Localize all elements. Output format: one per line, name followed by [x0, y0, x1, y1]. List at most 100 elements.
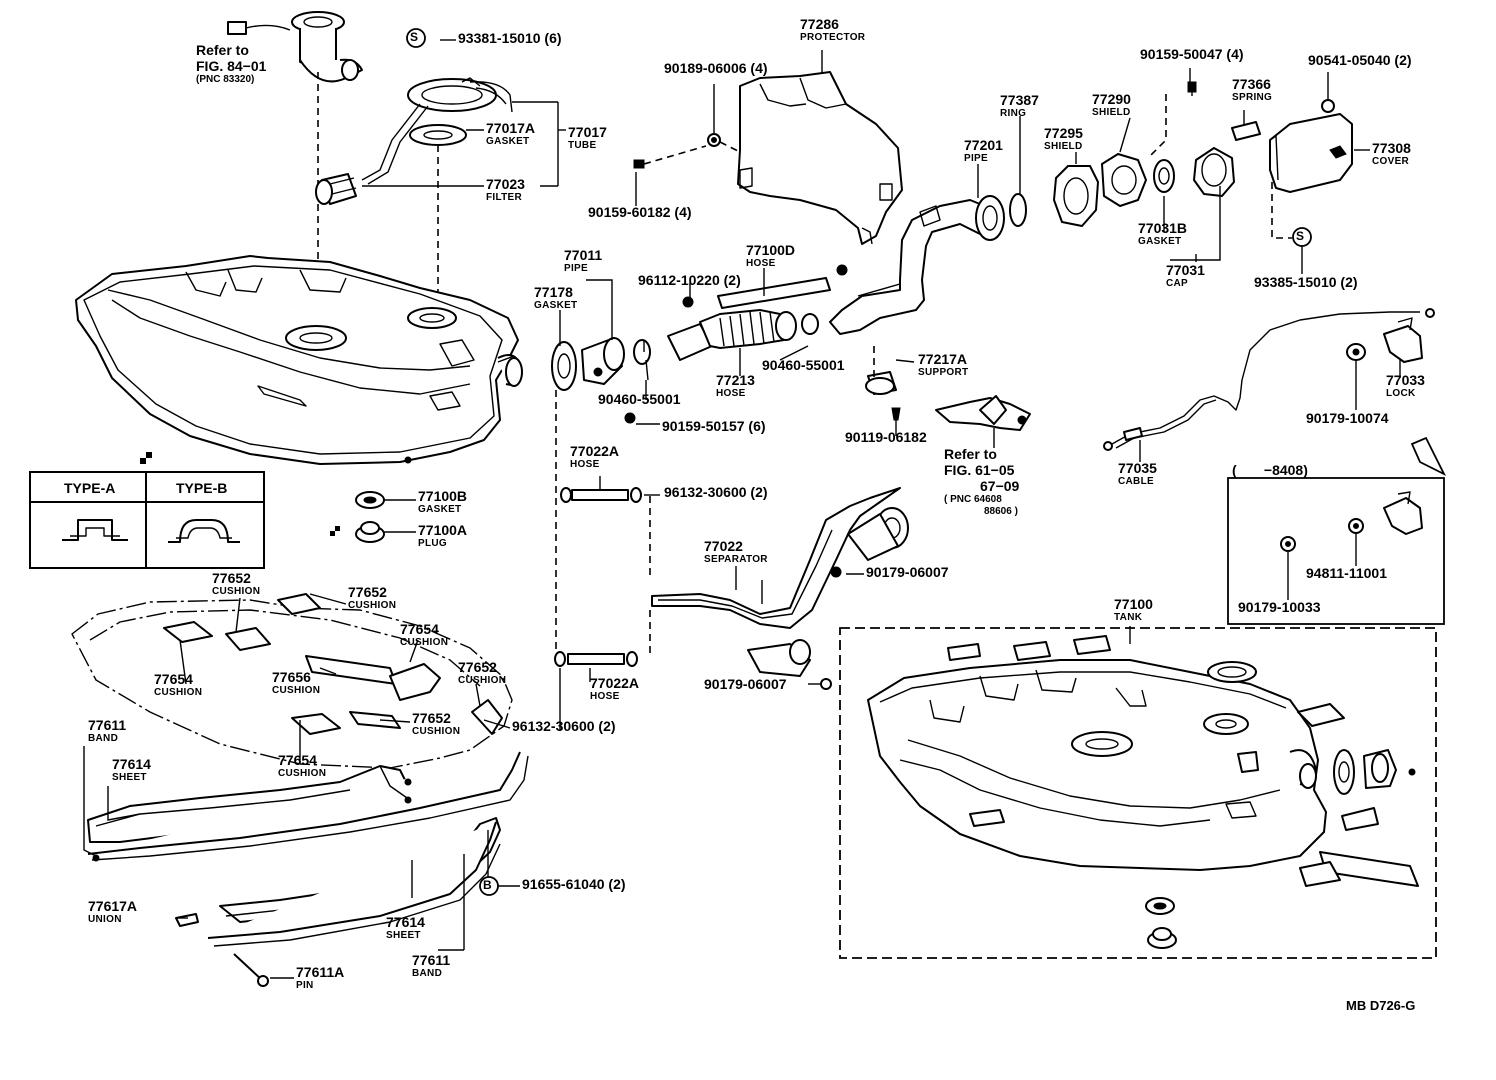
part-label-90159b: 90159-50047 (4): [1140, 46, 1244, 62]
part-label-90179b: 90179-06007: [866, 564, 949, 580]
cable-latch-part: [935, 395, 1031, 431]
part-number: 90179-10033: [1238, 599, 1321, 615]
part-label-96132a: 96132-30600 (2): [664, 485, 768, 499]
part-name: TUBE: [568, 140, 597, 151]
part-number: 90179-06007: [704, 676, 787, 692]
part-name: SEPARATOR: [704, 554, 768, 565]
part-name: PIPE: [964, 153, 988, 164]
part-number: 91655-61040 (2): [522, 876, 626, 892]
part-name: SPRING: [1232, 92, 1273, 103]
part-number: 77022: [704, 538, 743, 554]
part-number: 77654: [154, 671, 193, 687]
diagram-code: MB D726-G: [1346, 998, 1416, 1013]
part-name: GASKET: [1138, 236, 1182, 247]
fuel-pump-assembly: [227, 11, 363, 83]
part-number: 77652: [412, 710, 451, 726]
part-number: 93381-15010 (6): [458, 30, 562, 46]
part-name: PROTECTOR: [800, 32, 866, 43]
type-a-label: TYPE-A: [64, 480, 116, 496]
part-label-91655: 91655-61040 (2): [522, 876, 626, 892]
part-name: COVER: [1372, 156, 1410, 167]
part-name: CAP: [1166, 278, 1189, 289]
part-number: 77031: [1166, 262, 1205, 278]
part-name: SUPPORT: [918, 367, 969, 378]
part-name: UNION: [88, 914, 122, 925]
refer-fig-84: Refer to FIG. 84−01 (PNC 83320): [196, 42, 266, 85]
filler-neck-hoses: [551, 264, 848, 424]
part-number: 77035: [1118, 460, 1157, 476]
part-number: 77201: [964, 137, 1003, 153]
part-number: 77100A: [418, 522, 468, 538]
part-number: 77308: [1372, 140, 1411, 156]
part-name: SHIELD: [1092, 107, 1131, 118]
part-label-90179c: 90179-10033: [1238, 599, 1321, 615]
part-name: GASKET: [418, 504, 462, 515]
part-number: 90159-50047 (4): [1140, 46, 1244, 62]
inset-box-8408: [1227, 477, 1445, 625]
part-name: CUSHION: [154, 687, 203, 698]
part-number: 90460-55001: [762, 357, 845, 373]
part-label-90541: 90541-05040 (2): [1308, 52, 1412, 68]
part-number: 77178: [534, 284, 573, 300]
part-name: GASKET: [486, 136, 530, 147]
part-number: 77031B: [1138, 220, 1188, 236]
part-name: LOCK: [1386, 388, 1416, 399]
part-number: 90119-06182: [845, 429, 927, 445]
part-name: FILTER: [486, 192, 523, 203]
part-number: 96132-30600 (2): [512, 718, 616, 734]
part-number: 77290: [1092, 91, 1131, 107]
pnc-ref: ( PNC 64608: [944, 494, 1002, 505]
part-label-94811: 94811-11001: [1306, 566, 1387, 580]
fuel-tank-top-left: [75, 255, 523, 465]
part-name: HOSE: [570, 459, 600, 470]
part-number: 96112-10220 (2): [638, 272, 741, 288]
part-label-90119: 90119-06182: [845, 429, 927, 445]
part-name: BAND: [88, 733, 119, 744]
part-number: 90159-60182 (4): [588, 204, 692, 220]
part-number: 77654: [400, 621, 439, 637]
part-label-93381: 93381-15010 (6): [458, 30, 562, 46]
part-label-90189: 90189-06006 (4): [664, 61, 768, 75]
filler-pipe-77201: [829, 193, 1027, 335]
fig-ref-2: 67−09: [980, 478, 1020, 494]
part-number: 90460-55001: [598, 391, 681, 407]
part-name: CUSHION: [412, 726, 461, 737]
part-number: 90541-05040 (2): [1308, 52, 1412, 68]
separator-assembly: [651, 487, 909, 690]
part-number: 90179-10074: [1306, 410, 1389, 426]
part-number: 77022A: [570, 443, 620, 459]
part-number: 77611: [412, 952, 451, 968]
pnc-ref-2: 88606 ): [984, 506, 1018, 517]
part-name: PLUG: [418, 538, 447, 549]
part-number: 90159-50157 (6): [662, 418, 766, 434]
tank-77100-box: [839, 627, 1437, 959]
cushion-pads: [163, 593, 503, 735]
part-label-93385: 93385-15010 (2): [1254, 275, 1358, 289]
gasket-plug-parts: [330, 491, 385, 543]
part-label-96112: 96112-10220 (2): [638, 272, 741, 288]
part-number: 77213: [716, 372, 755, 388]
part-label-90179a: 90179-10074: [1306, 410, 1389, 426]
part-label-90159c: 90159-50157 (6): [662, 418, 766, 434]
part-number: 90179-06007: [866, 564, 949, 580]
part-number: 77652: [212, 570, 251, 586]
